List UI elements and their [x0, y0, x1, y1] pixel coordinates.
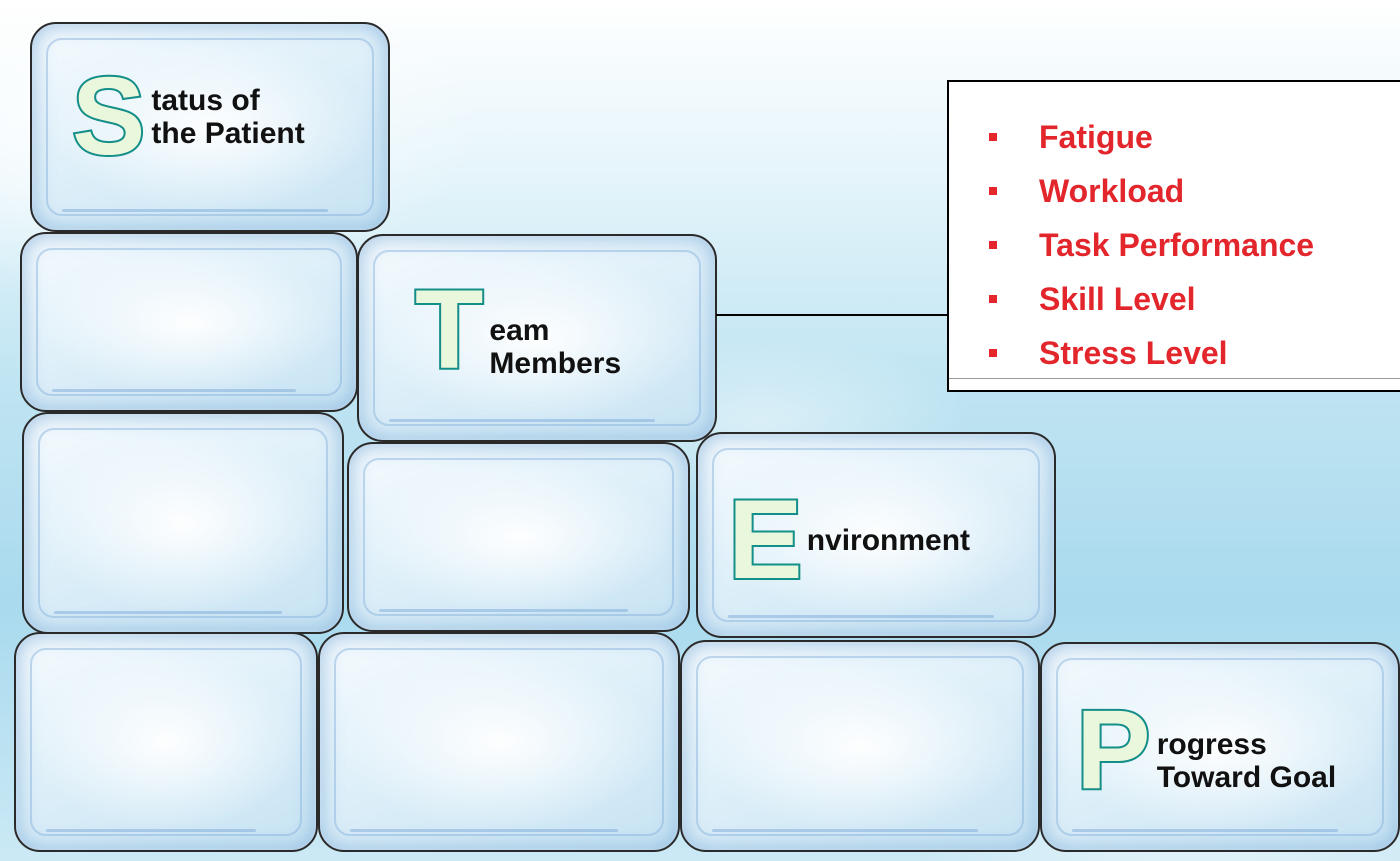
- bullet-icon: [989, 187, 997, 195]
- letter-e-icon: E: [726, 477, 805, 602]
- ice-block: [357, 234, 717, 442]
- connector-line: [716, 314, 948, 316]
- bullet-icon: [989, 241, 997, 249]
- list-item-label: Fatigue: [1039, 118, 1153, 155]
- progress-toward-goal-label: P rogress Toward Goal: [1074, 687, 1336, 812]
- ice-block: [318, 632, 680, 852]
- status-of-patient-label: S tatus of the Patient: [70, 55, 305, 178]
- progress-line-2: Toward Goal: [1156, 761, 1337, 794]
- bullet-icon: [989, 295, 997, 303]
- status-line-2: the Patient: [151, 117, 305, 150]
- ice-block: [30, 22, 390, 232]
- team-members-text: eam Members: [489, 314, 621, 380]
- ice-block: [1040, 642, 1400, 852]
- letter-p-icon: P: [1074, 687, 1153, 812]
- list-item: Fatigue: [989, 110, 1400, 164]
- team-line-2: Members: [489, 347, 622, 380]
- status-of-patient-text: tatus of the Patient: [151, 84, 304, 150]
- ice-block: [22, 412, 344, 634]
- list-item: Stress Level: [989, 326, 1400, 380]
- list-item: Task Performance: [989, 218, 1400, 272]
- ice-block: [680, 640, 1040, 852]
- progress-text: rogress Toward Goal: [1157, 728, 1336, 794]
- team-line-1: eam: [489, 314, 550, 347]
- team-members-label: T eam Members: [413, 267, 621, 392]
- environment-label: E nvironment: [726, 477, 970, 602]
- environment-text: nvironment: [807, 524, 970, 557]
- bullet-icon: [989, 349, 997, 357]
- list-item-label: Stress Level: [1039, 334, 1228, 371]
- list-item-label: Workload: [1039, 172, 1185, 209]
- team-factors-box: Fatigue Workload Task Performance Skill …: [947, 80, 1400, 392]
- list-item: Skill Level: [989, 272, 1400, 326]
- ice-block: [20, 232, 358, 412]
- status-line-1: tatus of: [151, 84, 260, 117]
- list-item-label: Skill Level: [1039, 280, 1196, 317]
- bullet-icon: [989, 133, 997, 141]
- letter-t-icon: T: [413, 267, 485, 392]
- environment-line-1: nvironment: [806, 523, 971, 557]
- list-item: Workload: [989, 164, 1400, 218]
- list-item-label: Task Performance: [1039, 226, 1315, 263]
- ice-block: [14, 632, 318, 852]
- ice-block: [347, 442, 690, 632]
- ice-block: [696, 432, 1056, 638]
- team-factors-list: Fatigue Workload Task Performance Skill …: [949, 82, 1400, 380]
- letter-s-icon: S: [70, 55, 147, 178]
- progress-line-1: rogress: [1156, 728, 1267, 761]
